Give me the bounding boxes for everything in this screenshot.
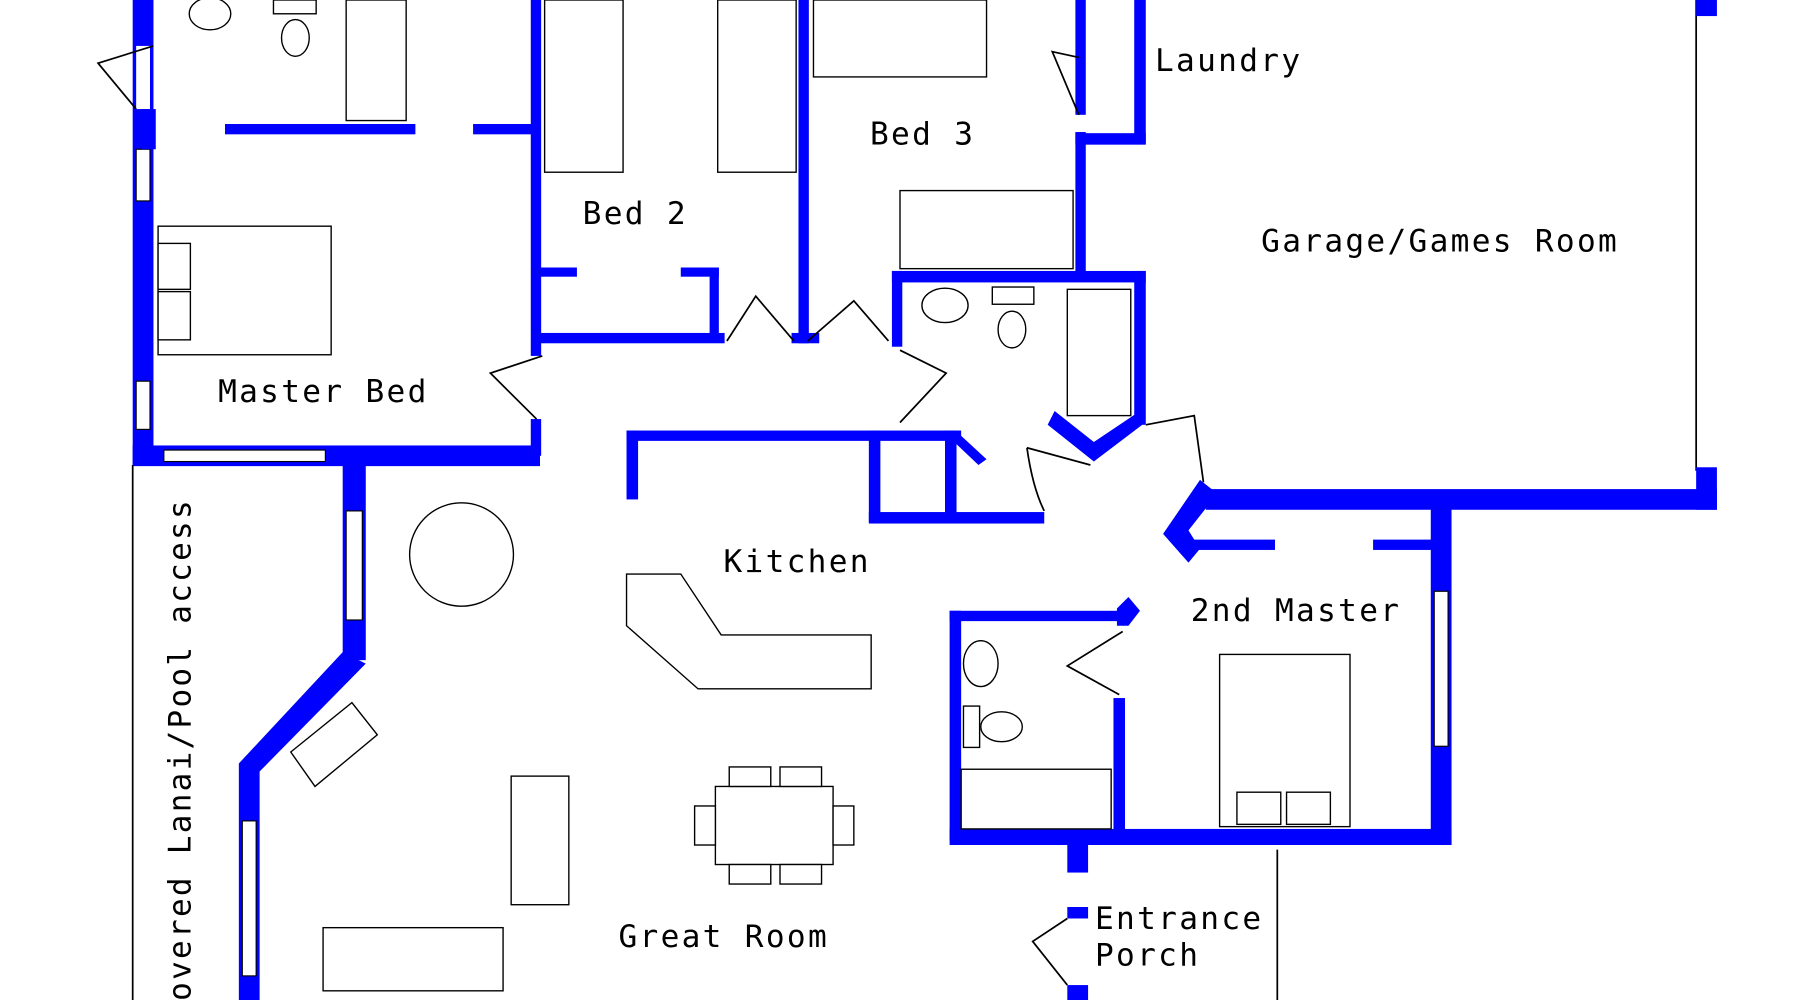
label-porch: Porch: [1095, 938, 1200, 974]
walls: [131, 0, 1717, 1000]
label-entrance: Entrance: [1095, 901, 1263, 937]
label-laundry: Laundry: [1155, 43, 1302, 79]
label-lanai: Covered Lanai/Pool access: [162, 498, 198, 1000]
label-bed2: Bed 2: [583, 196, 688, 232]
label-2nd-master: 2nd Master: [1191, 593, 1402, 629]
label-bed3: Bed 3: [870, 117, 975, 153]
label-kitchen: Kitchen: [723, 544, 870, 580]
room-labels: Laundry Bed 3 Bed 2 Garage/Games Room Ma…: [162, 43, 1619, 1000]
label-master-bed: Master Bed: [218, 374, 429, 410]
label-garage: Garage/Games Room: [1261, 224, 1619, 260]
label-great-room: Great Room: [618, 919, 829, 955]
furniture: [96, 0, 1351, 992]
